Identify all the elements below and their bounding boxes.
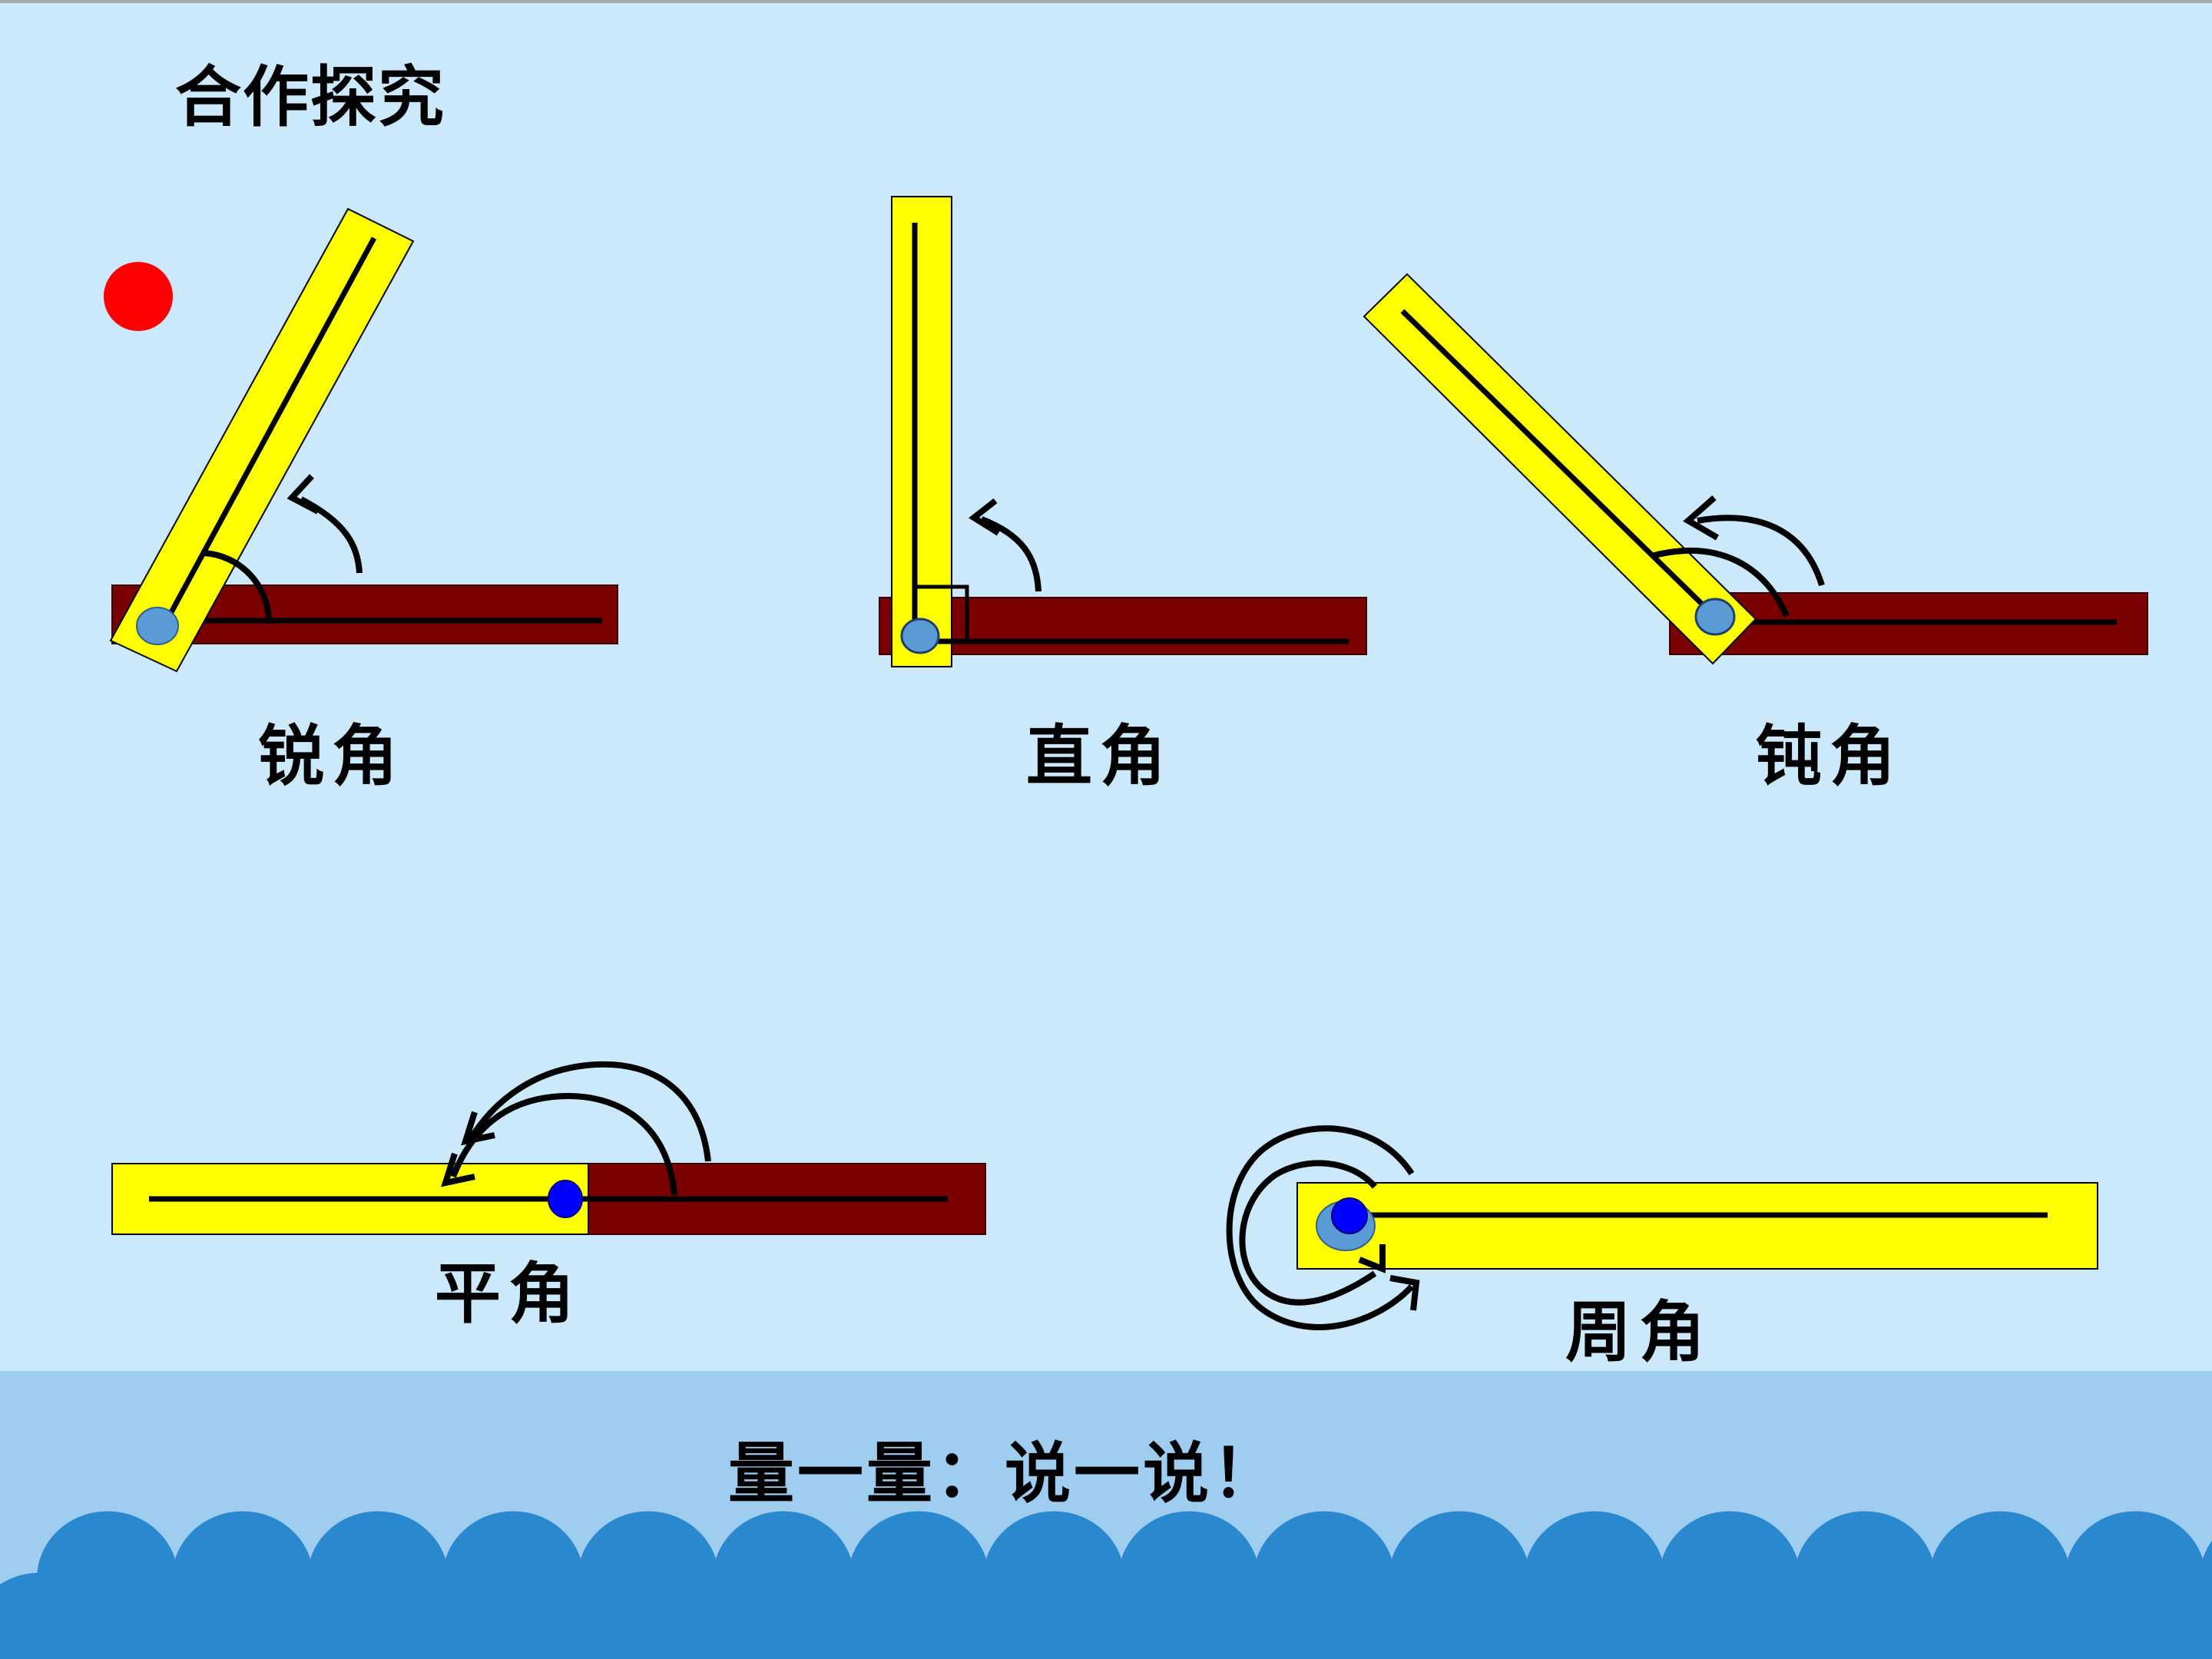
- acute-arrowhead: [286, 474, 320, 515]
- straight-inner-arc: [450, 1093, 677, 1196]
- wave-scallop: [780, 1572, 922, 1659]
- straight-arrowhead-inner: [441, 1152, 475, 1187]
- red-dot: [104, 262, 173, 331]
- round-inner-circle-arrow: [1239, 1160, 1378, 1306]
- obtuse-angle-arc: [1650, 547, 1790, 618]
- wave-scallop: [1862, 1572, 2003, 1659]
- wave-scallop: [0, 1572, 111, 1659]
- right-rotation-arrow: [980, 516, 1041, 592]
- wave-scallop: [645, 1572, 786, 1659]
- acute-angle-label: 锐角: [258, 717, 406, 795]
- right-angle-figure: [879, 196, 1367, 667]
- wave-scallop: [2132, 1572, 2212, 1659]
- round-angle-label: 周角: [1565, 1293, 1713, 1371]
- round-angle-figure: [1226, 1125, 2098, 1330]
- straight-angle-label: 平角: [435, 1255, 582, 1333]
- round-arm-strip: [1296, 1182, 2098, 1270]
- acute-angle-figure: [109, 207, 618, 673]
- round-arrowhead-inner: [1358, 1244, 1386, 1273]
- wave-scallop: [1186, 1572, 1327, 1659]
- wave-scallop: [916, 1572, 1057, 1659]
- acute-pivot: [136, 607, 179, 645]
- wave-scallop: [1727, 1572, 1868, 1659]
- wave-scallop: [1051, 1572, 1192, 1659]
- straight-pivot: [548, 1180, 583, 1218]
- top-border: [0, 0, 2212, 3]
- wave-scallop: [1997, 1572, 2138, 1659]
- page-title: 合作探究: [175, 58, 445, 136]
- acute-arm-ray: [163, 237, 377, 624]
- right-arm-strip: [891, 196, 952, 667]
- obtuse-rotation-arrow: [1697, 515, 1825, 587]
- wave-scallop: [375, 1572, 516, 1659]
- footer-prompt: 量一量：说一说！: [728, 1435, 1281, 1512]
- wave-scallop: [510, 1572, 651, 1659]
- wave-scallop: [1456, 1572, 1598, 1659]
- straight-angle-figure: [111, 1061, 986, 1235]
- right-angle-marker: [912, 584, 969, 643]
- acute-angle-arc: [203, 550, 273, 624]
- right-angle-label: 直角: [1026, 717, 1174, 795]
- wave-scallop: [1591, 1572, 1733, 1659]
- obtuse-arm-ray: [1400, 309, 1721, 623]
- wave-scallop: [104, 1572, 246, 1659]
- round-outer-circle-arrow: [1226, 1125, 1415, 1330]
- round-arrowhead-outer: [1389, 1275, 1420, 1311]
- round-pivot-dark: [1331, 1197, 1368, 1234]
- right-base-strip: [879, 597, 1367, 655]
- straight-arrowhead-outer: [461, 1111, 495, 1146]
- obtuse-angle-label: 钝角: [1756, 717, 1903, 795]
- straight-outer-arc: [467, 1061, 711, 1162]
- wave-scallop: [240, 1572, 381, 1659]
- wave-scallop: [1321, 1572, 1462, 1659]
- obtuse-arrowhead: [1683, 495, 1720, 541]
- obtuse-angle-figure: [1363, 273, 2148, 665]
- right-arrowhead: [969, 498, 1001, 536]
- obtuse-pivot: [1694, 598, 1736, 636]
- right-pivot: [900, 618, 940, 654]
- wave-decoration: [0, 1511, 2212, 1659]
